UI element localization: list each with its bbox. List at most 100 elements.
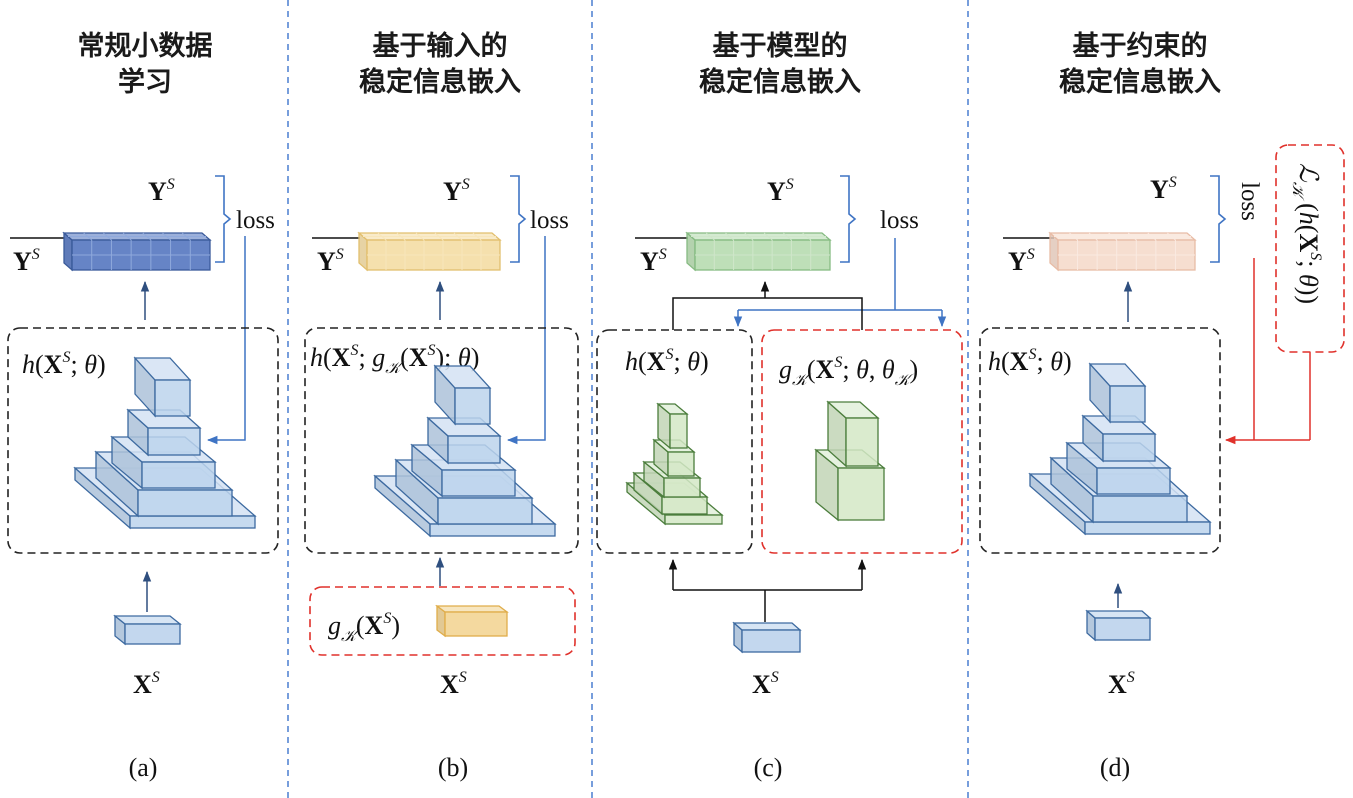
panel-d-prediction-label: YS — [1008, 246, 1035, 276]
panel-b-knowledge-box-front-face — [444, 611, 508, 637]
panel-d-model-layer-3-front-face — [1096, 467, 1171, 495]
panel-d-loss-label: loss — [1236, 182, 1263, 221]
panel-c-model-layer-5 — [656, 402, 689, 450]
panel-c-caption: (c) — [754, 753, 783, 782]
panel-b-knowledge-label: g𝒦(XS) — [328, 610, 400, 645]
panel-a-model-layer-5-front-face — [154, 379, 191, 417]
panel-d-target-label: YS — [1150, 174, 1177, 204]
panel-b-model-label: h(XS; g𝒦(XS); θ) — [310, 342, 479, 377]
panel-c-model-stack — [625, 402, 724, 526]
panel-b-knowledge-block — [435, 604, 509, 638]
panel-d-model-layer-2-front-face — [1092, 495, 1188, 523]
panel-a-input-block — [113, 614, 182, 646]
panel-b-model-layer-5 — [433, 364, 492, 426]
panel-d-input-box-top-face — [1085, 610, 1152, 619]
panel-c-merge-connector — [672, 297, 863, 330]
panel-a-output-grid — [62, 231, 212, 272]
panel-a-input-box-front-face — [124, 623, 181, 645]
panel-c-model-layer-5-front-face — [669, 413, 688, 449]
panel-b-caption: (b) — [438, 753, 468, 782]
panel-a-input-label: XS — [133, 669, 160, 699]
panel-d-caption: (d) — [1100, 753, 1130, 782]
panel-a-input-box-top-face — [113, 615, 182, 625]
panel-d-model-layer-1-front-face — [1084, 521, 1211, 535]
panel-a-input-box — [113, 614, 182, 646]
panel-b-knowledge-frame — [309, 586, 576, 656]
panel-b-title-line-2: 稳定信息嵌入 — [359, 66, 521, 98]
panel-b-model-layer-3-front-face — [441, 469, 516, 497]
panel-a-loss-feedback-arrow — [206, 236, 246, 445]
panel-c-knowledge-layer-2 — [826, 400, 880, 468]
panel-b-model-stack — [373, 364, 557, 538]
panel-d-model-layer-5 — [1088, 362, 1147, 424]
panel-b-loss-feedback-arrow — [506, 236, 546, 445]
panel-d-model-layer-5-front-face — [1109, 385, 1146, 423]
panel-d-input-box-front-face — [1094, 617, 1151, 641]
panel-d-constraint-label: ℒ𝒦 (h(XS; θ)) — [1289, 163, 1324, 304]
panel-c-loss-bracket — [840, 175, 857, 263]
panel-c-output-grid — [685, 231, 832, 272]
panel-d-input-label: XS — [1108, 669, 1135, 699]
panel-c-model-layer-4 — [652, 438, 696, 478]
panel-d-model-stack — [1028, 362, 1212, 536]
panel-b-title-line-1: 基于输入的 — [373, 30, 508, 62]
panel-a-model-layer-1-front-face — [129, 515, 256, 529]
panel-b-loss-bracket — [510, 175, 527, 263]
panel-c-knowledge-stack — [814, 400, 886, 522]
panel-a-prediction-label: YS — [13, 246, 40, 276]
panel-c-model-layer-2-front-face — [661, 496, 708, 515]
panel-c-input-box-top-face — [732, 622, 802, 631]
panel-c-model-frame — [596, 329, 753, 554]
panel-a-model-frame — [7, 327, 279, 554]
panel-c-input-label: XS — [752, 669, 779, 699]
panel-d-title-line-2: 稳定信息嵌入 — [1059, 66, 1221, 98]
panel-b-model-layer-5-front-face — [454, 387, 491, 425]
panel-c-input-box-front-face — [741, 629, 801, 653]
panel-d-output-block — [1048, 231, 1197, 272]
panel-c-title-line-1: 基于模型的 — [713, 30, 848, 62]
panel-b-prediction-label: YS — [317, 246, 344, 276]
panel-d-model-label: h(XS; θ) — [988, 346, 1072, 376]
panel-c-model-layer-3-front-face — [663, 477, 701, 498]
panel-c-model-label: h(XS; θ) — [625, 346, 709, 376]
panel-c-prediction-label: YS — [640, 246, 667, 276]
panel-a-model-layer-4-front-face — [147, 427, 201, 456]
panel-c-input-box — [732, 621, 802, 654]
panel-b-model-layer-2-front-face — [437, 497, 533, 525]
panel-c-target-label: YS — [767, 176, 794, 206]
panel-d-model-layer-4-front-face — [1102, 433, 1156, 462]
panel-c-model-layer-4-front-face — [667, 451, 695, 477]
panel-d-input-block — [1085, 609, 1152, 642]
panel-d-loss-bracket — [1210, 175, 1227, 263]
panel-c-knowledge-layer-1-front-face — [837, 467, 885, 521]
panel-a-loss-bracket — [215, 175, 232, 263]
panel-d-output-grid — [1048, 231, 1197, 272]
panel-a-title-line-2: 学习 — [118, 66, 172, 98]
panel-b-loss-label: loss — [530, 207, 569, 234]
panel-b-input-label: XS — [440, 669, 467, 699]
panel-a-target-label: YS — [148, 176, 175, 206]
panel-b-model-frame — [304, 327, 579, 554]
panel-a-model-layer-3-front-face — [141, 461, 216, 489]
panel-c-input-block — [732, 621, 802, 654]
panel-c-model-layer-1-front-face — [664, 514, 723, 525]
panel-c: 基于模型的 稳定信息嵌入 YS YS loss h(XS; θ) g𝒦(XS; … — [596, 30, 963, 782]
panel-c-title-line-2: 稳定信息嵌入 — [699, 66, 861, 98]
panel-c-output-block — [685, 231, 832, 272]
panel-b-output-block — [357, 231, 502, 272]
panel-b-knowledge-box — [435, 604, 509, 638]
panel-d-model-frame — [979, 327, 1221, 554]
panel-a-model-stack — [73, 356, 257, 530]
panel-a-model-layer-5 — [133, 356, 192, 418]
panel-b-knowledge-box-top-face — [435, 605, 509, 613]
panel-b-model-layer-4-front-face — [447, 435, 501, 464]
panel-d-input-box — [1085, 609, 1152, 642]
panel-c-knowledge-layer-2-front-face — [845, 417, 879, 467]
panel-c-knowledge-label: g𝒦(XS; θ, θ𝒦) — [779, 354, 918, 389]
panel-d-title-line-1: 基于约束的 — [1073, 30, 1208, 62]
panel-a: 常规小数据 学习 YS YS loss h(XS; θ) XS (a) — [7, 31, 279, 782]
panel-b-target-label: YS — [443, 176, 470, 206]
panel-a-output-block — [62, 231, 212, 272]
panel-b: 基于输入的 稳定信息嵌入 YS YS loss h(XS; g𝒦(XS); θ)… — [304, 30, 579, 782]
